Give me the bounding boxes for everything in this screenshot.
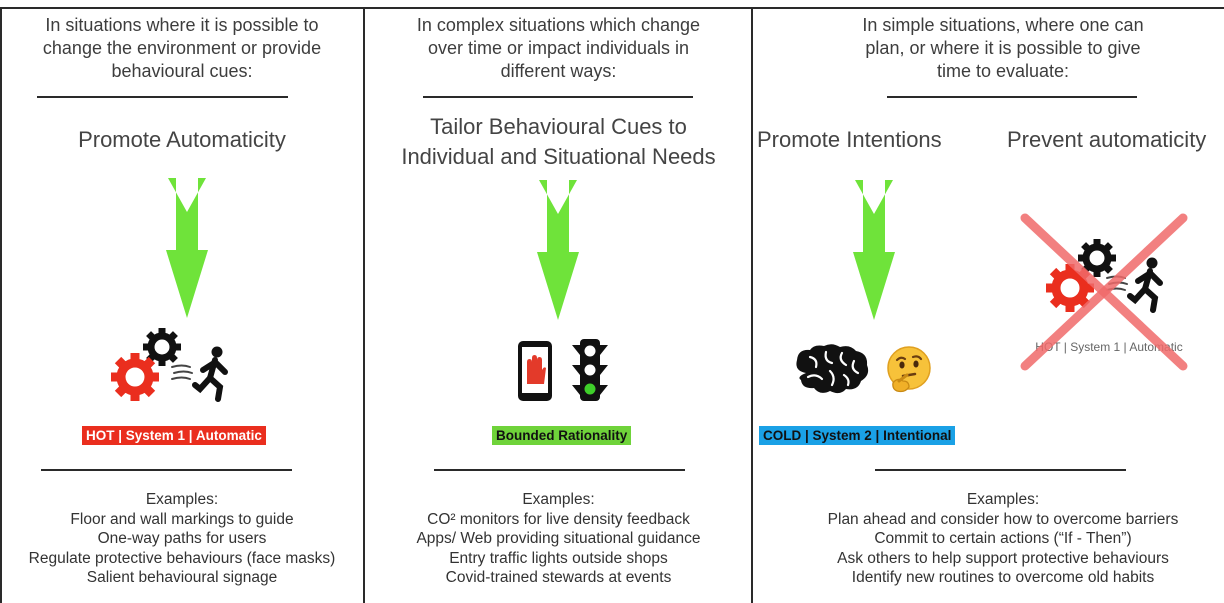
examples-title: Examples: xyxy=(522,491,595,508)
separator xyxy=(37,96,288,98)
prevent-automaticity-heading: Prevent automaticity xyxy=(1007,127,1207,152)
cross-out-icon xyxy=(1020,213,1188,371)
divider-2 xyxy=(751,7,753,603)
examples-list: Examples: CO² monitors for live density … xyxy=(365,490,752,588)
separator xyxy=(875,469,1126,471)
separator xyxy=(887,96,1137,98)
examples-list: Examples: Floor and wall markings to gui… xyxy=(0,490,364,588)
condition-text: In complex situations which change over … xyxy=(365,14,752,83)
condition-line: time to evaluate: xyxy=(936,61,1070,81)
separator xyxy=(434,469,685,471)
examples-list: Examples: Plan ahead and consider how to… xyxy=(753,490,1224,588)
down-arrow xyxy=(537,180,579,320)
separator xyxy=(41,469,292,471)
gears-icon xyxy=(111,328,181,401)
top-border xyxy=(0,7,1224,9)
example-item: Identify new routines to overcome old ha… xyxy=(851,569,1155,586)
examples-title: Examples: xyxy=(145,491,219,508)
example-item: Plan ahead and consider how to overcome … xyxy=(827,510,1179,528)
crossed-automaticity-group: HOT | System 1 | Automatic xyxy=(1019,212,1189,372)
thinking-face-icon xyxy=(887,346,931,393)
example-item: One-way paths for users xyxy=(97,530,267,547)
crossed-hot-label: HOT | System 1 | Automatic xyxy=(1035,340,1183,354)
separator xyxy=(423,96,693,98)
down-arrow xyxy=(853,180,895,320)
heading-line: Individual and Situational Needs xyxy=(401,144,716,169)
example-item: CO² monitors for live density feedback xyxy=(427,510,690,528)
hot-system1-badge: HOT | System 1 | Automatic xyxy=(82,426,266,445)
condition-line: change the environment or provide xyxy=(42,38,322,58)
condition-text: In simple situations, where one can plan… xyxy=(753,14,1224,83)
column-tailor: In complex situations which change over … xyxy=(365,0,752,603)
condition-line: In simple situations, where one can xyxy=(862,15,1144,35)
example-item: Commit to certain actions (“If - Then”) xyxy=(874,530,1132,547)
condition-line: behavioural cues: xyxy=(111,61,253,81)
condition-line: In situations where it is possible to xyxy=(45,15,319,35)
phone-stop-icon xyxy=(518,341,552,401)
condition-line: different ways: xyxy=(500,61,617,81)
example-item: Regulate protective behaviours (face mas… xyxy=(28,549,336,567)
column-automaticity: In situations where it is possible to ch… xyxy=(0,0,364,603)
column-intentions: In simple situations, where one can plan… xyxy=(753,0,1224,603)
condition-line: over time or impact individuals in xyxy=(427,38,690,58)
example-item: Entry traffic lights outside shops xyxy=(449,549,668,567)
bounded-rationality-badge: Bounded Rationality xyxy=(492,426,632,445)
condition-line: In complex situations which change xyxy=(416,15,701,35)
gears-icon xyxy=(1046,239,1116,312)
promote-intentions-heading: Promote Intentions xyxy=(757,127,942,152)
column-heading: Tailor Behavioural Cues to Individual an… xyxy=(365,112,752,172)
example-item: Floor and wall markings to guide xyxy=(70,510,294,528)
heading-line: Tailor Behavioural Cues to xyxy=(430,114,687,139)
divider-1 xyxy=(363,7,365,603)
brain-icon xyxy=(796,344,869,394)
condition-line: plan, or where it is possible to give xyxy=(865,38,1141,58)
column-heading: Promote Automaticity xyxy=(78,127,286,152)
example-item: Covid-trained stewards at events xyxy=(445,569,672,586)
example-item: Apps/ Web providing situational guidance xyxy=(416,530,701,547)
example-item: Salient behavioural signage xyxy=(86,569,278,586)
running-person-icon xyxy=(171,346,228,402)
traffic-light-icon xyxy=(572,339,608,401)
condition-text: In situations where it is possible to ch… xyxy=(0,14,364,83)
example-item: Ask others to help support protective be… xyxy=(837,549,1169,567)
down-arrow xyxy=(166,178,208,318)
examples-title: Examples: xyxy=(966,491,1040,508)
left-border xyxy=(0,7,2,603)
cold-system2-badge: COLD | System 2 | Intentional xyxy=(759,426,956,445)
